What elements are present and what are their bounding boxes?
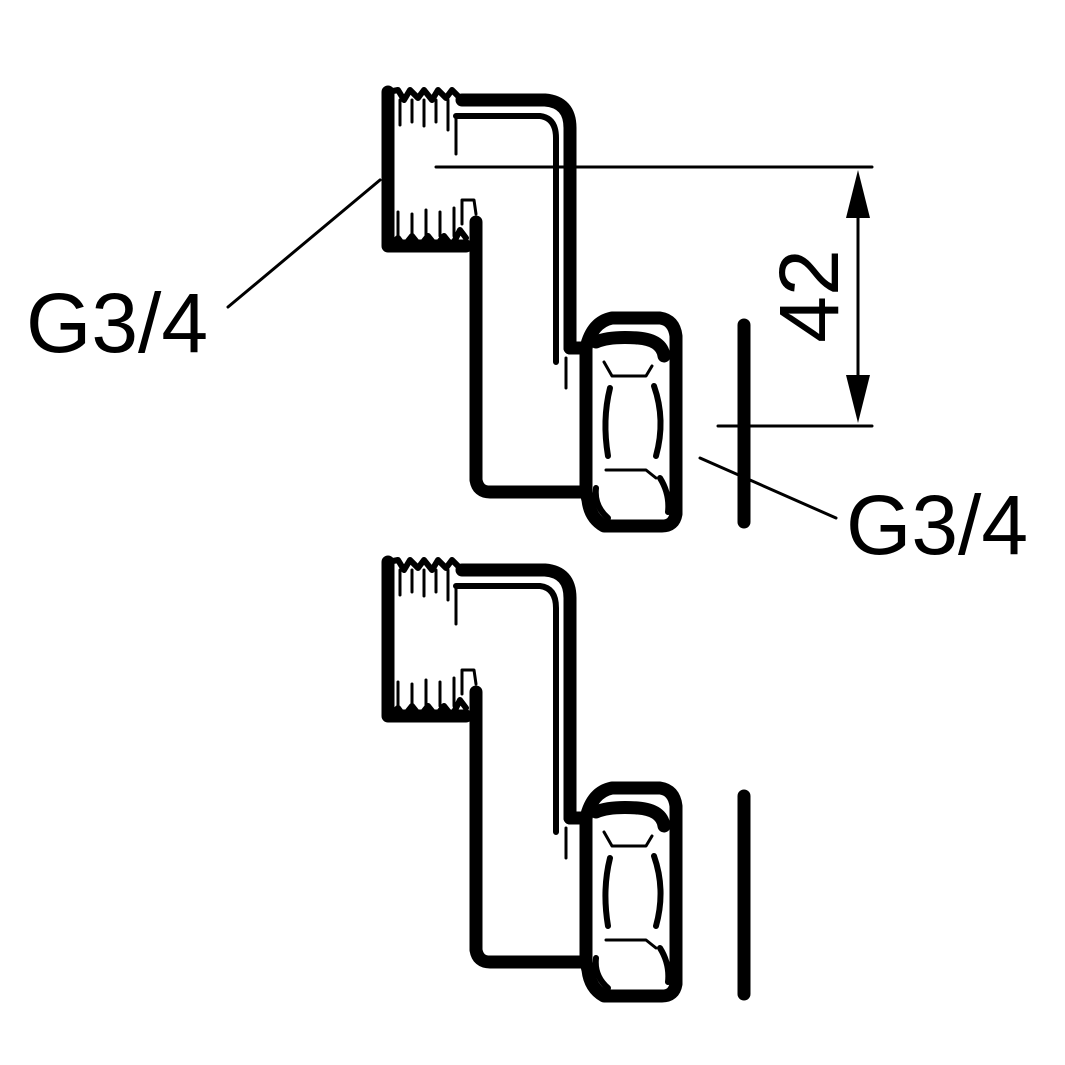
- leader-line-right: [698, 456, 838, 520]
- eccentric-fitting-bottom: [388, 560, 676, 996]
- dimension-label: 42: [762, 249, 856, 342]
- thread-label-right: G3/4: [846, 478, 1028, 572]
- leader-line-left: [226, 178, 382, 309]
- dimension-arrow-up: [846, 170, 870, 218]
- dimension-arrow-down: [846, 375, 870, 423]
- eccentric-fitting-top: [388, 90, 676, 526]
- thread-label-left: G3/4: [26, 276, 208, 370]
